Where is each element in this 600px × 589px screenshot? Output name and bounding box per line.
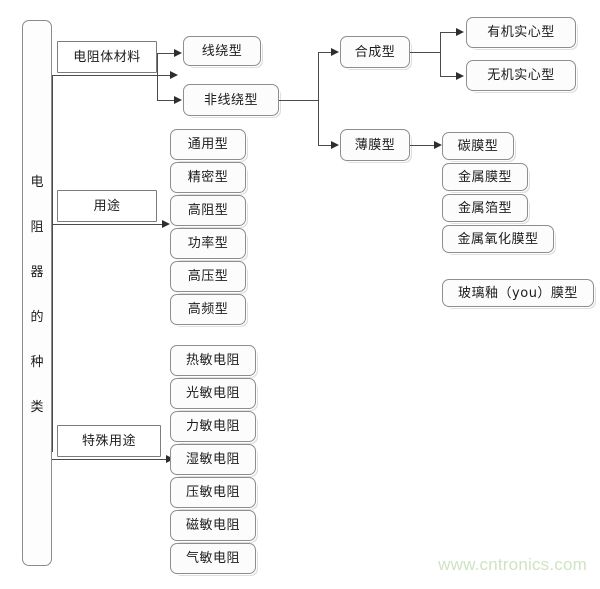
node-film-type-2: 金属膜型	[442, 163, 528, 191]
connector-wirewound-arrow	[174, 48, 182, 57]
site-watermark: www.cntronics.com	[438, 555, 587, 574]
split-material-v	[157, 53, 158, 100]
node-usage-1-text: 通用型	[187, 137, 229, 152]
node-special-1: 热敏电阻	[170, 345, 256, 376]
split-nonwirewound-v	[318, 52, 319, 145]
connector-film-h	[318, 145, 331, 146]
node-film-type-3-text: 金属箔型	[457, 200, 512, 216]
node-usage-5: 高压型	[170, 261, 246, 292]
node-inorganic-solid: 无机实心型	[466, 60, 576, 91]
branch-label-material: 电阻体材料	[57, 41, 157, 73]
node-film-type-2-text: 金属膜型	[457, 169, 512, 185]
connector-inorganic-h	[440, 76, 456, 77]
node-special-6: 磁敏电阻	[170, 510, 256, 541]
node-usage-4: 功率型	[170, 228, 246, 259]
connector-synthetic-out-h	[410, 52, 440, 53]
connector-usage-arrow	[162, 219, 170, 228]
branch-label-special-usage-text: 特殊用途	[81, 433, 136, 449]
node-film-type-3: 金属箔型	[442, 194, 528, 222]
node-film-type-5-text: 玻璃釉（you）膜型	[458, 285, 578, 301]
connector-inorganic-arrow	[456, 71, 464, 80]
connector-nonwirewound-arrow	[174, 95, 182, 104]
node-special-2-text: 光敏电阻	[185, 386, 240, 401]
branch-label-usage-text: 用途	[93, 198, 121, 214]
connector-nonwirewound-h	[157, 100, 174, 101]
node-organic-solid-text: 有机实心型	[487, 25, 555, 40]
node-wirewound: 线绕型	[183, 36, 261, 66]
connector-synthetic-h	[318, 52, 331, 53]
node-synthetic-text: 合成型	[354, 44, 396, 60]
node-usage-6: 高频型	[170, 294, 246, 325]
node-organic-solid: 有机实心型	[466, 17, 576, 48]
connector-special-usage-h	[52, 459, 166, 460]
node-usage-5-text: 高压型	[187, 269, 229, 284]
node-special-3: 力敏电阻	[170, 411, 256, 442]
node-special-4: 湿敏电阻	[170, 444, 256, 475]
node-special-6-text: 磁敏电阻	[185, 518, 240, 533]
node-special-2: 光敏电阻	[170, 378, 256, 409]
node-film-type-4-text: 金属氧化膜型	[457, 231, 539, 247]
branch-label-special-usage: 特殊用途	[57, 425, 161, 457]
connector-material-h	[52, 75, 170, 76]
connector-film-arrow	[331, 140, 339, 149]
node-usage-3: 高阻型	[170, 195, 246, 226]
connector-usage-h	[52, 224, 162, 225]
connector-organic-arrow	[456, 27, 464, 36]
node-film: 薄膜型	[340, 129, 410, 161]
connector-wirewound-h	[157, 53, 174, 54]
node-film-type-5: 玻璃釉（you）膜型	[442, 279, 594, 307]
trunk-spine-line	[52, 75, 53, 452]
node-usage-2: 精密型	[170, 162, 246, 193]
node-special-7-text: 气敏电阻	[185, 551, 240, 566]
node-film-type-1-text: 碳膜型	[457, 138, 499, 154]
connector-nonwirewound-out-h	[279, 100, 318, 101]
branch-label-usage: 用途	[57, 190, 157, 222]
connector-synthetic-arrow	[331, 47, 339, 56]
node-usage-1: 通用型	[170, 129, 246, 160]
node-wirewound-text: 线绕型	[201, 43, 243, 59]
node-special-7: 气敏电阻	[170, 543, 256, 574]
node-special-5-text: 压敏电阻	[185, 485, 240, 500]
node-special-1-text: 热敏电阻	[185, 353, 240, 368]
split-synthetic-v	[440, 32, 441, 76]
node-usage-4-text: 功率型	[187, 236, 229, 251]
node-inorganic-solid-text: 无机实心型	[487, 68, 555, 83]
node-usage-3-text: 高阻型	[187, 203, 229, 218]
node-special-5: 压敏电阻	[170, 477, 256, 508]
node-non-wirewound-text: 非线绕型	[203, 92, 258, 108]
connector-carbonfilm-arrow	[434, 140, 442, 149]
connector-film-out-h	[410, 145, 434, 146]
node-usage-2-text: 精密型	[187, 170, 229, 185]
root-node-box	[22, 20, 52, 566]
node-film-text: 薄膜型	[354, 137, 396, 153]
node-film-type-1: 碳膜型	[442, 132, 514, 160]
node-special-3-text: 力敏电阻	[185, 419, 240, 434]
node-film-type-4: 金属氧化膜型	[442, 225, 554, 253]
connector-material-arrow	[170, 70, 178, 79]
connector-organic-h	[440, 32, 456, 33]
node-non-wirewound: 非线绕型	[183, 84, 279, 116]
node-usage-6-text: 高频型	[187, 302, 229, 317]
branch-label-material-text: 电阻体材料	[73, 49, 141, 65]
node-special-4-text: 湿敏电阻	[185, 452, 240, 467]
node-synthetic: 合成型	[340, 36, 410, 68]
